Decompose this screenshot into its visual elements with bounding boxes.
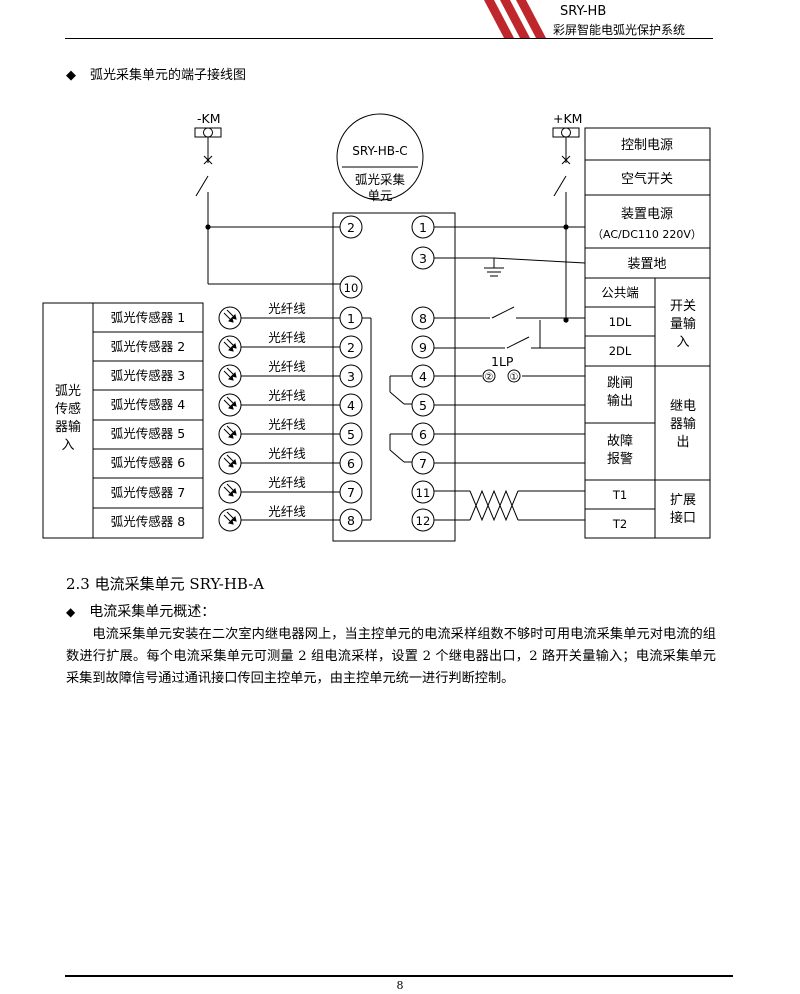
left-group-label-1: 弧光 — [55, 384, 81, 399]
sensor-label-8: 弧光传感器 8 — [111, 514, 185, 529]
sensor-terminal-7: 7 — [347, 485, 355, 500]
sensor-terminal-6: 6 — [347, 456, 355, 471]
header-product: SRY-HB — [560, 4, 607, 19]
device-power-label: 装置电源 — [621, 207, 673, 222]
terminal-10-label: 10 — [344, 281, 359, 295]
t1-label: T1 — [612, 488, 627, 502]
sensor-terminal-1: 1 — [347, 311, 355, 326]
sensor-terminal-8: 8 — [347, 513, 355, 528]
terminal-2-label: 2 — [347, 220, 355, 235]
bullet-icon: ◆ — [66, 605, 76, 619]
fiber-label-4: 光纤线 — [268, 388, 306, 403]
right-terminal-9: 9 — [419, 340, 427, 355]
sensor-terminal-5: 5 — [347, 427, 355, 442]
fault-alarm-label-2: 报警 — [607, 451, 633, 467]
plate-pin-2: ② — [485, 372, 494, 383]
right-terminal-5: 5 — [419, 398, 427, 413]
right-terminal-6: 6 — [419, 427, 427, 442]
dl2-label: 2DL — [609, 344, 632, 358]
overview-text: 电流采集单元概述： — [89, 604, 216, 620]
left-group-label-4: 入 — [61, 438, 74, 453]
bullet-icon: ◆ — [66, 68, 76, 83]
device-ground-label: 装置地 — [627, 257, 666, 272]
plate-label: 1LP — [491, 354, 514, 369]
switch-input-label-3: 入 — [676, 335, 689, 350]
right-terminal-11: 11 — [416, 486, 431, 500]
fiber-label-8: 光纤线 — [268, 504, 306, 519]
control-power-label: 控制电源 — [621, 138, 673, 153]
right-terminal-7: 7 — [419, 456, 427, 471]
relay-output-label-1: 继电 — [670, 399, 696, 414]
right-terminal-4: 4 — [419, 369, 427, 384]
fiber-label-7: 光纤线 — [268, 475, 306, 490]
relay-output-label-2: 器输 — [670, 416, 696, 432]
diagram-title-text: 弧光采集单元的端子接线图 — [90, 68, 247, 83]
arc-sensor-icon — [218, 451, 242, 475]
fiber-label-1: 光纤线 — [268, 301, 306, 316]
fiber-label-5: 光纤线 — [268, 417, 306, 432]
sensor-label-2: 弧光传感器 2 — [111, 339, 185, 354]
section-heading: 2.3 电流采集单元 SRY-HB-A — [66, 575, 265, 593]
unit-name-line2: 单元 — [367, 188, 392, 203]
arc-sensor-icon — [218, 508, 242, 532]
switch-input-label-1: 开关 — [670, 299, 696, 314]
sensor-terminal-4: 4 — [347, 398, 355, 413]
arc-sensor-icon — [218, 364, 242, 388]
footer-rule — [65, 975, 733, 977]
sensor-label-5: 弧光传感器 5 — [111, 426, 185, 441]
device-power-spec: （AC/DC110 220V） — [592, 228, 702, 241]
terminal-3-label: 3 — [419, 251, 427, 266]
sensor-label-1: 弧光传感器 1 — [111, 310, 185, 325]
sensor-terminal-3: 3 — [347, 369, 355, 384]
switch-input-label-2: 量输 — [670, 316, 696, 332]
common-terminal-label: 公共端 — [601, 285, 639, 300]
pos-supply-label: +KM — [553, 111, 582, 126]
arc-sensor-icon — [218, 393, 242, 417]
unit-model: SRY-HB-C — [352, 144, 407, 158]
terminal-1-label: 1 — [419, 220, 427, 235]
fiber-label-3: 光纤线 — [268, 359, 306, 374]
header-rule — [65, 38, 713, 39]
left-group-label-2: 传感 — [55, 401, 81, 417]
ext-port-label-1: 扩展 — [670, 493, 696, 508]
sensor-terminal-2: 2 — [347, 340, 355, 355]
dl1-label: 1DL — [609, 315, 632, 329]
overview-paragraph: 电流采集单元安装在二次室内继电器网上，当主控单元的电流采样组数不够时可用电流采集… — [66, 627, 716, 686]
arc-sensor-icon — [218, 422, 242, 446]
air-switch-label: 空气开关 — [621, 171, 673, 187]
arc-sensor-icon — [218, 335, 242, 359]
arc-sensor-icon — [218, 480, 242, 504]
sensor-label-6: 弧光传感器 6 — [111, 455, 185, 470]
trip-output-label-1: 跳闸 — [607, 376, 633, 391]
header-system-name: 彩屏智能电弧光保护系统 — [553, 23, 686, 37]
fault-alarm-label-1: 故障 — [607, 434, 633, 449]
trip-output-label-2: 输出 — [607, 393, 633, 409]
fiber-label-6: 光纤线 — [268, 446, 306, 461]
plate-pin-1: ① — [510, 372, 519, 383]
sensor-label-4: 弧光传感器 4 — [111, 397, 185, 412]
unit-name-line1: 弧光采集 — [355, 172, 406, 187]
left-group-label-3: 器输 — [55, 419, 81, 435]
ext-port-label-2: 接口 — [670, 510, 696, 526]
header-stripes-logo — [484, 0, 546, 38]
arc-sensor-icon — [218, 306, 242, 330]
page-number: 8 — [396, 979, 404, 992]
t2-label: T2 — [612, 517, 627, 531]
wiring-diagram: -KM +KM SRY-HB-C 弧光采集 单元 2 1 3 10 1 2 3 … — [42, 111, 711, 542]
diagram-title: ◆ 弧光采集单元的端子接线图 — [66, 64, 246, 83]
sensor-label-3: 弧光传感器 3 — [111, 368, 185, 383]
relay-output-label-3: 出 — [676, 435, 689, 450]
overview-line: ◆ 电流采集单元概述： — [66, 601, 215, 621]
neg-supply-label: -KM — [197, 111, 221, 126]
right-terminal-12: 12 — [416, 514, 431, 528]
right-terminal-8: 8 — [419, 311, 427, 326]
sensor-label-7: 弧光传感器 7 — [111, 485, 185, 500]
fiber-label-2: 光纤线 — [268, 330, 306, 345]
